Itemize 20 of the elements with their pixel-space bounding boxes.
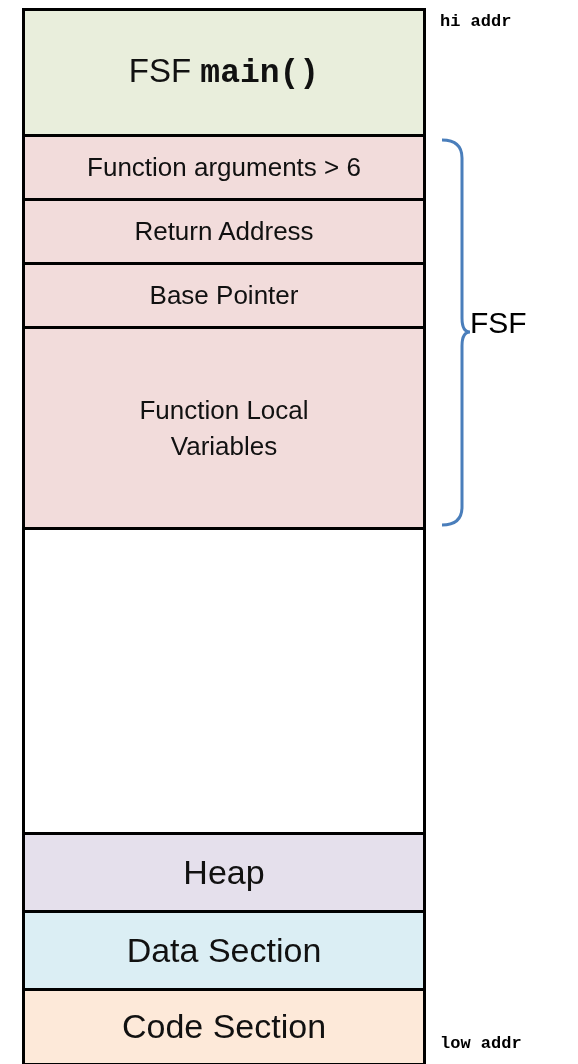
free-memory-box	[22, 530, 426, 835]
box-label: Data Section	[126, 929, 322, 971]
address-label: low addr	[440, 1034, 522, 1053]
box-label: Code Section	[121, 1006, 327, 1048]
stack-slot-box	[22, 201, 426, 265]
stack-slot-box	[22, 137, 426, 201]
heap-box	[22, 835, 426, 913]
box-label: Base Pointer	[149, 279, 299, 313]
box-label: Return Address	[134, 215, 314, 249]
code-section-box	[22, 991, 426, 1064]
stack-frame-box	[22, 8, 426, 137]
box-label: FSF main()	[128, 50, 320, 94]
stack-slot-box	[22, 329, 426, 530]
bracket-label: FSF	[470, 306, 527, 340]
stack-slot-box	[22, 265, 426, 329]
box-label: Function Local Variables	[138, 393, 310, 463]
address-label: hi addr	[440, 12, 512, 31]
data-section-box	[22, 913, 426, 991]
box-label: Function arguments > 6	[87, 151, 361, 185]
box-label: Heap	[183, 851, 265, 893]
